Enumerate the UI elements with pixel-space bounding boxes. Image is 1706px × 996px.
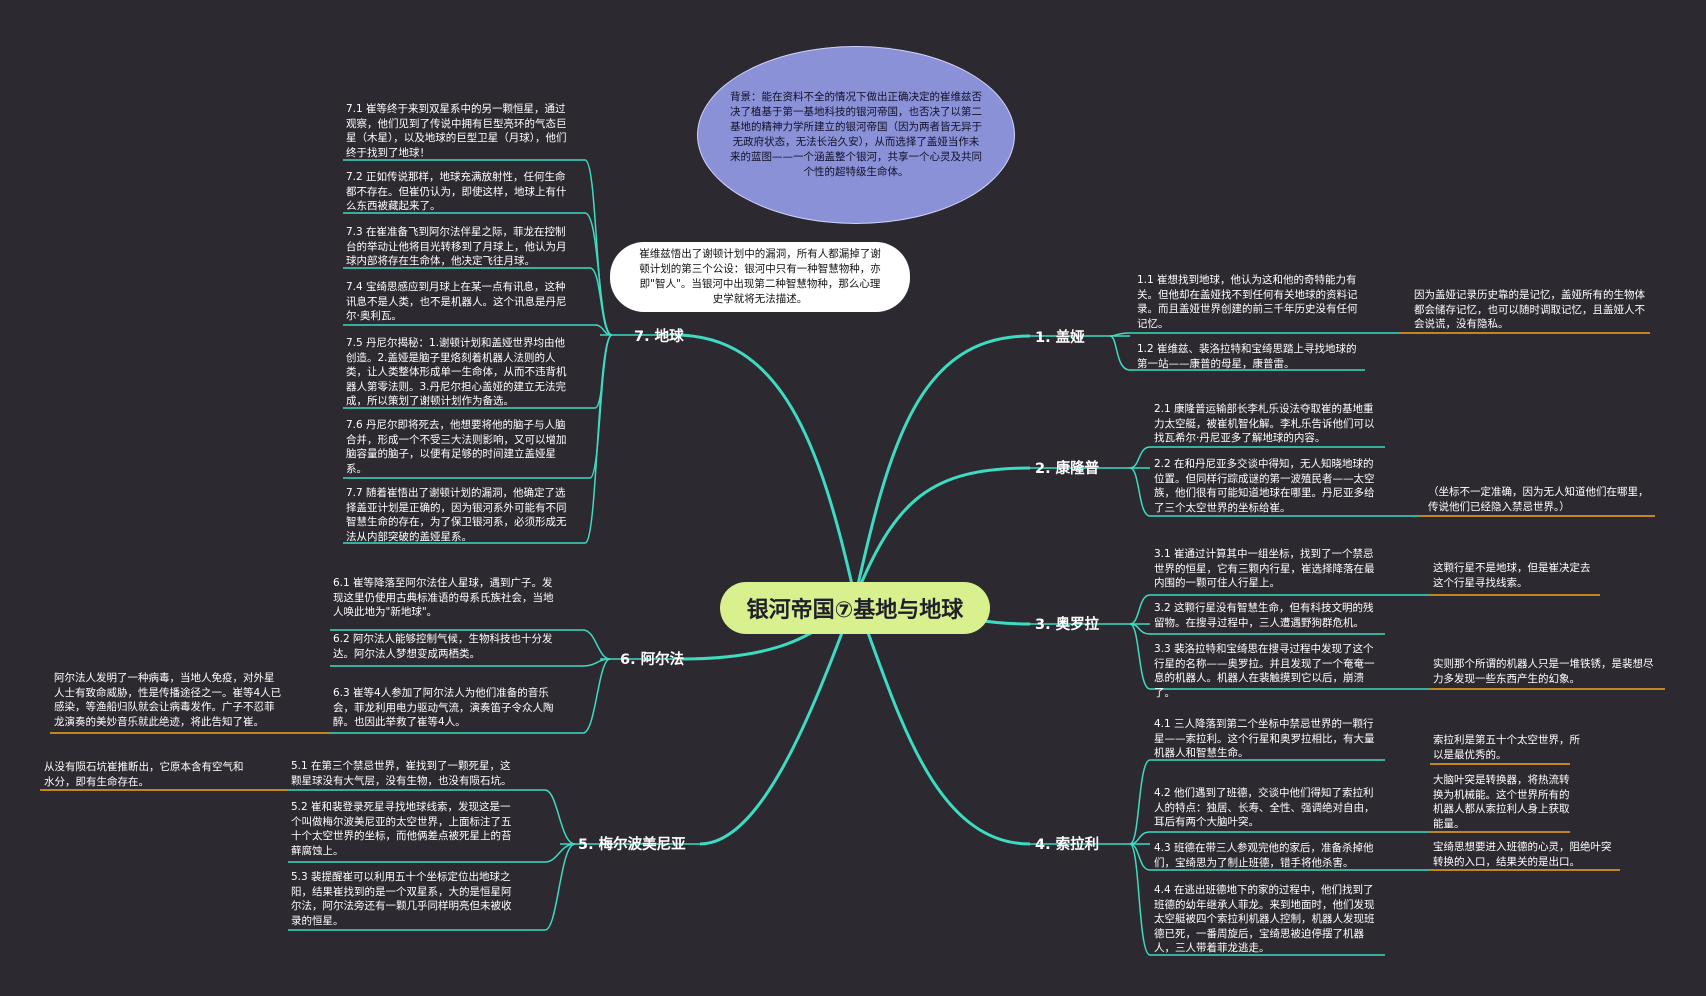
leaf-7-1[interactable]: 7.1 崔等终于来到双星系中的另一颗恒星，通过观察，他们见到了传说中拥有巨型亮环… [346, 103, 567, 159]
leaf-2-1[interactable]: 2.1 康隆普运输部长李札乐设法夺取崔的基地重力太空艇，被崔机智化解。李札乐告诉… [1154, 403, 1375, 444]
leaf-6-1[interactable]: 6.1 崔等降落至阿尔法住人星球，遇到广子。发现这里仍使用古典标准语的母系氏族社… [333, 577, 554, 618]
branch-aurora[interactable]: 3. 奥罗拉 [1035, 617, 1100, 633]
callout-text: 崔维兹悟出了谢顿计划中的漏洞，所有人都漏掉了谢顿计划的第三个公设：银河中只有一种… [639, 248, 881, 305]
leaf-4-4[interactable]: 4.4 在逃出班德地下的家的过程中，他们找到了班德的幼年继承人菲龙。来到地面时，… [1154, 884, 1375, 954]
branch-comporellon[interactable]: 2. 康隆普 [1035, 461, 1100, 477]
leaf-6-2[interactable]: 6.2 阿尔法人能够控制气候，生物科技也十分发达。阿尔法人梦想变成两栖类。 [333, 633, 553, 660]
background-text: 背景：能在资料不全的情况下做出正确决定的崔维兹否决了植基于第一基地科技的银河帝国… [730, 91, 982, 178]
branch-solaria[interactable]: 4. 索拉利 [1035, 837, 1100, 853]
leaf-5-1[interactable]: 5.1 在第三个禁忌世界，崔找到了一颗死星，这颗星球没有大气层，没有生物，也没有… [291, 760, 512, 787]
leaf-7-4[interactable]: 7.4 宝绮思感应到月球上在某一点有讯息，这种讯息不是人类，也不是机器人。这个讯… [346, 281, 567, 322]
leaf-7-2[interactable]: 7.2 正如传说那样，地球充满放射性，任何生命都不存在。但崔仍认为，即使这样，地… [346, 171, 567, 212]
leaf-7-6[interactable]: 7.6 丹尼尔即将死去，他想要将他的脑子与人脑合并，形成一个不受三大法则影响，又… [346, 419, 567, 475]
note-dead-planet[interactable]: 从没有陨石坑崔推断出，它原本含有空气和水分，即有生命存在。 [44, 761, 244, 788]
note-robot-illusion[interactable]: 实则那个所谓的机器人只是一堆铁锈，是裴想尽力多发现一些东西产生的幻象。 [1433, 658, 1654, 685]
background-bubble: 背景：能在资料不全的情况下做出正确决定的崔维兹否决了植基于第一基地科技的银河帝国… [697, 46, 1015, 224]
branch-earth[interactable]: 7. 地球 [634, 329, 684, 345]
leaf-4-1[interactable]: 4.1 三人降落到第二个坐标中禁忌世界的一颗行星——索拉利。这个行星和奥罗拉相比… [1154, 718, 1375, 759]
note-coordinates[interactable]: （坐标不一定准确，因为无人知道他们在哪里，传说他们已经隐入禁忌世界。） [1428, 486, 1649, 513]
leaf-6-3[interactable]: 6.3 崔等4人参加了阿尔法人为他们准备的音乐会，菲龙利用电力驱动气流，演奏笛子… [333, 687, 554, 728]
leaf-7-3[interactable]: 7.3 在崔准备飞到阿尔法伴星之际，菲龙在控制台的举动让他将目光转移到了月球上，… [346, 226, 567, 267]
leaf-3-3[interactable]: 3.3 裴洛拉特和宝绮思在搜寻过程中发现了这个行星的名称——奥罗拉。并且发现了一… [1154, 643, 1375, 699]
note-not-earth[interactable]: 这颗行星不是地球，但是崔决定去这个行星寻找线索。 [1433, 562, 1591, 589]
leaf-3-1[interactable]: 3.1 崔通过计算其中一组坐标，找到了一个禁忌世界的恒星，它有三颗内行星，崔选择… [1154, 548, 1375, 589]
leaf-5-2[interactable]: 5.2 崔和裴登录死星寻找地球线索，发现这是一个叫做梅尔波美尼亚的太空世界，上面… [291, 801, 512, 857]
leaf-1-2[interactable]: 1.2 崔维兹、裴洛拉特和宝绮思踏上寻找地球的第一站——康普的母星，康普雷。 [1137, 343, 1357, 370]
leaf-3-2[interactable]: 3.2 这颗行星没有智慧生命，但有科技文明的残留物。在搜寻过程中，三人遭遇野狗群… [1154, 602, 1374, 629]
central-topic[interactable]: 银河帝国⑦基地与地球 [720, 582, 990, 634]
leaf-5-3[interactable]: 5.3 裴提醒崔可以利用五十个坐标定位出地球之阳，结果崔找到的是一个双星系，大的… [291, 871, 512, 927]
leaf-2-2[interactable]: 2.2 在和丹尼亚多交谈中得知，无人知晓地球的位置。但同样行踪成谜的第一波殖民者… [1154, 458, 1375, 514]
note-virus[interactable]: 阿尔法人发明了一种病毒，当地人免疫，对外星人士有致命威胁，性是传播途径之一。崔等… [54, 672, 282, 728]
note-bliss-mind[interactable]: 宝绮思想要进入班德的心灵，阻绝叶突转换的入口，结果关的是出口。 [1433, 841, 1612, 868]
branch-alpha[interactable]: 6. 阿尔法 [620, 652, 685, 668]
note-gaia-memory[interactable]: 因为盖娅记录历史靠的是记忆，盖娅所有的生物体都会储存记忆，也可以随时调取记忆，且… [1414, 289, 1645, 330]
branch-gaia[interactable]: 1. 盖娅 [1035, 330, 1085, 346]
callout-bubble: 崔维兹悟出了谢顿计划中的漏洞，所有人都漏掉了谢顿计划的第三个公设：银河中只有一种… [610, 242, 910, 312]
leaf-4-3[interactable]: 4.3 班德在带三人参观完他的家后，准备杀掉他们，宝绮思为了制止班德，错手将他杀… [1154, 842, 1374, 869]
leaf-7-7[interactable]: 7.7 随着崔悟出了谢顿计划的漏洞，他确定了选择盖亚计划是正确的，因为银河系外可… [346, 487, 567, 543]
leaf-7-5[interactable]: 7.5 丹尼尔揭秘：1.谢顿计划和盖娅世界均由他创造。2.盖娅是脑子里烙刻着机器… [346, 337, 567, 407]
branch-melpomenia[interactable]: 5. 梅尔波美尼亚 [578, 837, 686, 853]
leaf-1-1[interactable]: 1.1 崔想找到地球，他认为这和他的奇特能力有关。但他却在盖娅找不到任何有关地球… [1137, 274, 1358, 330]
note-solaria-best[interactable]: 索拉利是第五十个太空世界，所以是最优秀的。 [1433, 734, 1580, 761]
note-transducer[interactable]: 大脑叶突是转换器，将热流转换为机械能。这个世界所有的机器人都从索拉利人身上获取能… [1433, 774, 1570, 830]
leaf-4-2[interactable]: 4.2 他们遇到了班德，交谈中他们得知了索拉利人的特点：独居、长寿、全性、强调绝… [1154, 787, 1375, 828]
